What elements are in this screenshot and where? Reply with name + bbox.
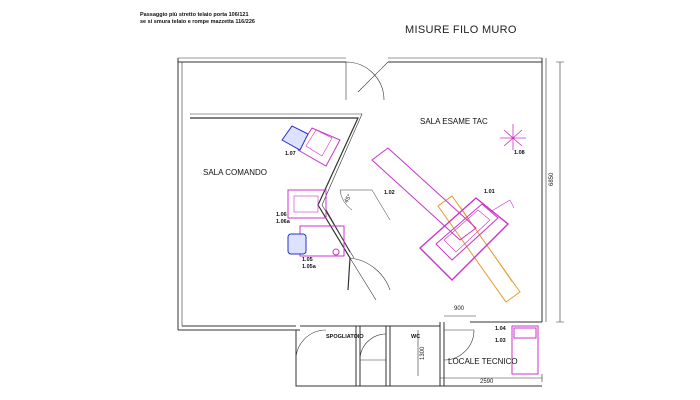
wall-wc <box>385 326 391 386</box>
dimension-height: 6850 <box>549 172 555 186</box>
dim-height-line <box>556 61 564 323</box>
door-tecnico <box>443 329 475 361</box>
door-inner <box>349 257 391 301</box>
note-line2: se si smura telaio e rompe mazzetta 116/… <box>140 19 255 25</box>
room-sala-comando: SALA COMANDO <box>203 168 268 177</box>
note-line1: Passaggio più stretto telaio porta 106/1… <box>140 12 249 18</box>
dimension-door: 900 <box>454 306 465 312</box>
item-105a: 1.05a <box>302 264 316 270</box>
room-spogliatoio: SPOGLIATOIO <box>326 334 364 340</box>
item-106: 1.06 <box>276 212 287 218</box>
item-104: 1.04 <box>495 326 506 332</box>
ct-scanner <box>371 147 515 281</box>
room-locale-tecnico: LOCALE TECNICO <box>448 357 518 366</box>
item-105: 1.05 <box>302 257 313 263</box>
door-top <box>345 61 385 101</box>
item-108: 1.08 <box>514 150 525 156</box>
dim-angle <box>339 189 391 221</box>
item-107: 1.07 <box>285 151 296 157</box>
item-106a: 1.06a <box>276 219 290 225</box>
room-wc: WC <box>411 334 421 340</box>
item-102: 1.02 <box>384 190 395 196</box>
ct-table <box>437 195 521 303</box>
door-top-2 <box>357 61 389 93</box>
cabinet-103 <box>511 325 539 375</box>
door-wc <box>359 333 387 361</box>
partition-diagonal-inner <box>190 113 363 259</box>
dimension-width: 2590 <box>480 379 494 385</box>
partition-diagonal <box>190 117 359 291</box>
item-101: 1.01 <box>484 189 495 195</box>
chair-105 <box>287 233 307 255</box>
room-sala-esame: SALA ESAME TAC <box>420 117 488 126</box>
wall-bottom-left <box>178 325 300 331</box>
console-106 <box>287 189 351 253</box>
wall-tecnico <box>439 322 445 386</box>
door-spogliatoio <box>295 329 327 363</box>
dimension-wc-height: 1300 <box>420 346 426 360</box>
item-108-symbol <box>500 124 526 150</box>
plan-title: MISURE FILO MURO <box>405 24 517 36</box>
chair-107 <box>281 125 309 151</box>
item-103: 1.03 <box>495 338 506 344</box>
dim-width-line <box>439 374 543 382</box>
